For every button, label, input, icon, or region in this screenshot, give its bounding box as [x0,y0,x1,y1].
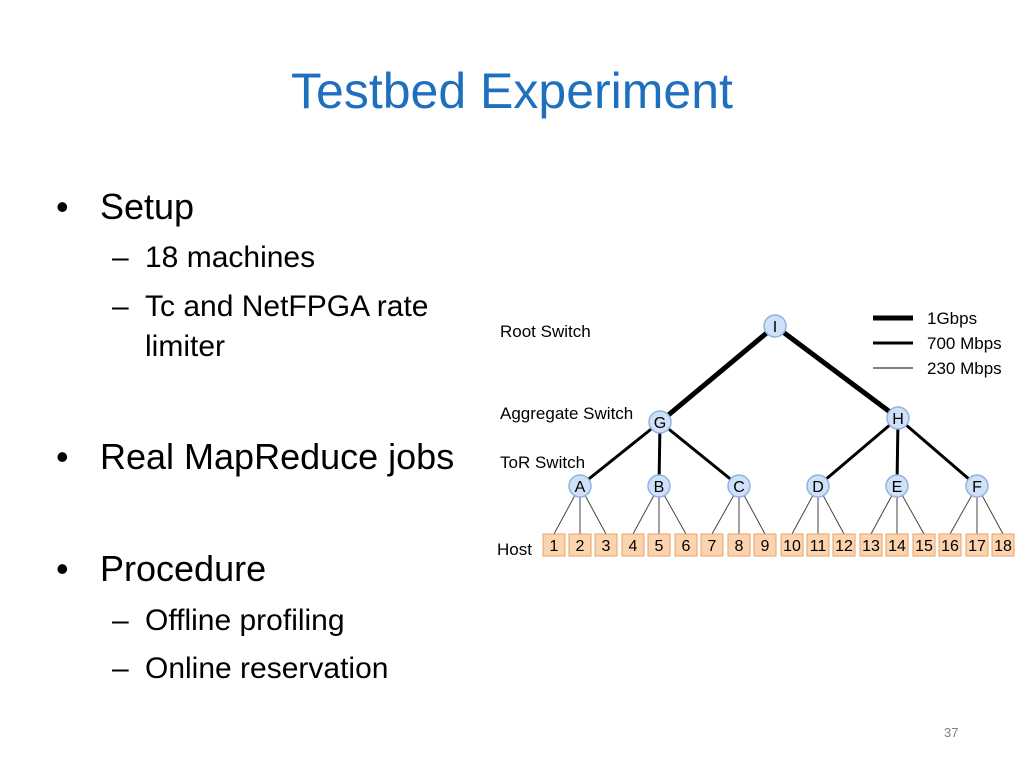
host-box [780,533,804,557]
legend-label-1gbps: 1Gbps [927,309,977,328]
switch-node-e-label: E [892,479,903,496]
host-box [621,533,645,557]
host-box [912,533,936,557]
host-box [568,533,592,557]
host-box [832,533,856,557]
link-i-g [658,324,777,424]
host-1-label: 1 [550,538,559,555]
host-box [674,533,698,557]
host-box [700,533,724,557]
host-box [859,533,883,557]
aggregate-switch-label: Aggregate Switch [500,404,633,423]
subitem-dash: – [112,652,129,685]
switch-node-a: A [568,474,592,498]
host-14-label: 14 [888,538,906,555]
host-3-label: 3 [602,538,611,555]
host-17-label: 17 [968,538,986,555]
switch-node-g: G [648,410,672,434]
host-row: 1 2 3 4 5 6 7 8 9 10 11 12 13 14 15 16 1… [542,533,1015,557]
link-h-d [817,416,899,488]
host-label: Host [497,540,532,559]
switch-node-c: C [727,474,751,498]
tor-switch-label: ToR Switch [500,453,585,472]
bullet-list: • Setup – 18 machines – Tc and NetFPGA r… [0,0,480,768]
switch-node-h-label: H [892,411,904,428]
subitem-dash: – [112,290,129,323]
slide-number: 37 [944,725,959,740]
host-6-label: 6 [682,538,691,555]
host-box [727,533,751,557]
link-g-a [579,420,661,488]
bullet-mapreduce-label: Real MapReduce jobs [100,436,455,477]
host-7-label: 7 [708,538,717,555]
bullet-procedure-label: Procedure [100,548,267,589]
host-box [753,533,777,557]
root-switch-label: Root Switch [500,322,591,341]
legend-label-700mbps: 700 Mbps [927,334,1002,353]
subitem-rate-limiter-cont-label: limiter [145,330,225,363]
host-2-label: 2 [576,538,585,555]
host-13-label: 13 [862,538,880,555]
link-g-c [659,420,740,488]
network-topology-diagram: Root Switch Aggregate Switch ToR Switch … [497,309,1015,559]
bullet-dot: • [56,186,69,227]
switch-node-e: E [885,474,909,498]
switch-node-f: F [965,474,989,498]
subitem-rate-limiter-label: Tc and NetFPGA rate [145,290,429,323]
host-8-label: 8 [735,538,744,555]
host-11-label: 11 [810,538,827,555]
link-i-h [773,323,900,421]
switch-node-h: H [886,406,910,430]
host-9-label: 9 [761,538,770,555]
host-15-label: 15 [915,538,933,555]
host-box [885,533,909,557]
switch-node-g-label: G [654,415,666,432]
host-box [991,533,1015,557]
bullet-setup-label: Setup [100,186,195,227]
switch-node-b: B [647,474,671,498]
host-10-label: 10 [783,538,801,555]
host-box [938,533,962,557]
switch-node-i: I [763,314,787,338]
switch-node-b-label: B [654,479,665,496]
bullet-dot: • [56,436,69,477]
subitem-machines-label: 18 machines [145,241,316,274]
host-box [806,533,830,557]
legend-label-230mbps: 230 Mbps [927,359,1002,378]
subitem-offline-label: Offline profiling [145,604,345,637]
switch-node-d: D [806,474,830,498]
switch-node-d-label: D [812,479,824,496]
host-16-label: 16 [941,538,959,555]
switch-node-c-label: C [733,479,745,496]
tor-host-links [553,485,1004,535]
host-12-label: 12 [835,538,853,555]
host-18-label: 18 [994,538,1012,555]
subitem-dash: – [112,604,129,637]
switch-node-i-label: I [773,319,777,336]
slide-title: Testbed Experiment [291,63,733,119]
host-box [647,533,671,557]
host-4-label: 4 [629,538,638,555]
host-box [965,533,989,557]
switch-node-a-label: A [575,479,586,496]
switch-node-f-label: F [972,479,982,496]
link-h-f [897,416,978,488]
subitem-dash: – [112,241,129,274]
host-box [594,533,618,557]
host-5-label: 5 [655,538,664,555]
host-box [542,533,566,557]
subitem-online-label: Online reservation [145,652,389,685]
bullet-dot: • [56,548,69,589]
